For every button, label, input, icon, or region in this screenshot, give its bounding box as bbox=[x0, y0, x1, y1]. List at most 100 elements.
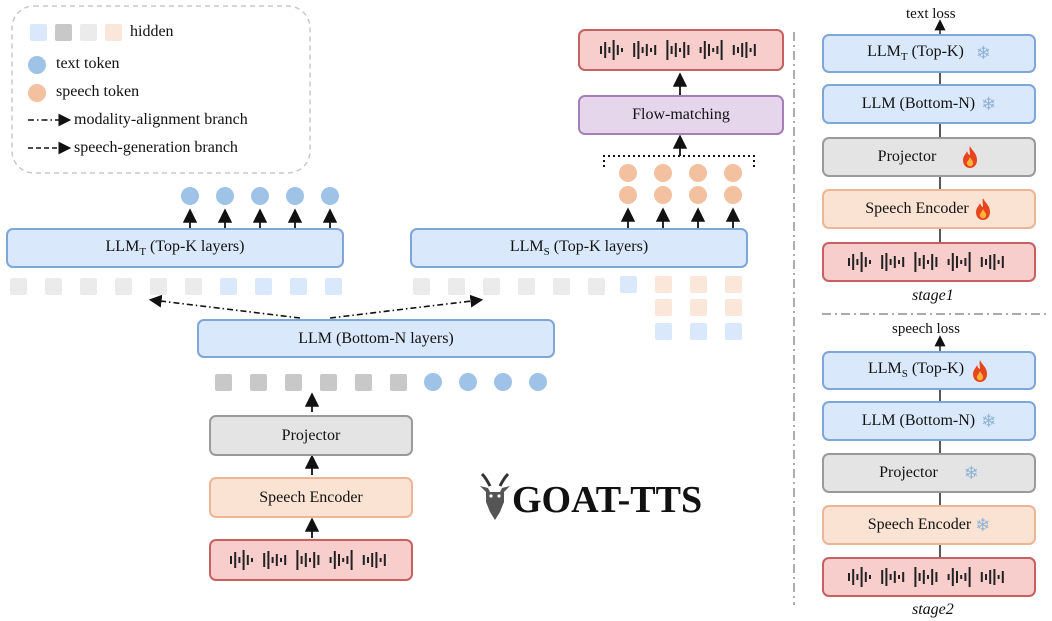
snowflake-icon: ❄ bbox=[981, 410, 997, 431]
text-token-dot bbox=[529, 373, 547, 391]
stage2-speech-encoder-box: Speech Encoder ❄ bbox=[822, 505, 1036, 545]
speech-token-dot bbox=[689, 186, 707, 204]
hidden-state bbox=[220, 278, 237, 295]
text-token-dot bbox=[251, 187, 269, 205]
hidden-state bbox=[250, 374, 267, 391]
snowflake-icon: ❄ bbox=[975, 514, 991, 535]
projector-label: Projector bbox=[281, 426, 341, 444]
flow-matching-label: Flow-matching bbox=[632, 106, 730, 123]
llm-s-label: LLMS (Top-K layers) bbox=[509, 237, 649, 259]
hidden-state bbox=[185, 278, 202, 295]
waveform-icon bbox=[230, 550, 386, 570]
stage1-llm-bottom-label: LLM (Bottom-N) bbox=[861, 95, 976, 112]
text-token-dot bbox=[286, 187, 304, 205]
goat-logo: GOAT-TTS bbox=[478, 472, 702, 527]
speech-token-dot bbox=[654, 186, 672, 204]
stage1-loss-label: text loss bbox=[906, 6, 956, 22]
hidden-state bbox=[413, 278, 430, 295]
speech-encoder-box: Speech Encoder bbox=[209, 477, 413, 518]
llm-t-top-k-box: LLMT (Top-K layers) bbox=[6, 228, 344, 268]
hidden-state bbox=[115, 278, 132, 295]
hidden-state bbox=[725, 323, 742, 340]
hidden-state bbox=[588, 278, 605, 295]
legend-modality-alignment-label: modality-alignment branch bbox=[74, 111, 248, 128]
hidden-state bbox=[45, 278, 62, 295]
output-waveform-box bbox=[578, 29, 784, 71]
hidden-state bbox=[80, 278, 97, 295]
fire-icon bbox=[963, 146, 978, 168]
hidden-state bbox=[690, 299, 707, 316]
goat-logo-icon bbox=[480, 472, 510, 520]
speech-token-dot bbox=[724, 186, 742, 204]
hidden-state bbox=[448, 278, 465, 295]
legend-speech-token-dot bbox=[28, 84, 46, 102]
hidden-state bbox=[390, 374, 407, 391]
speech-token-dot bbox=[619, 164, 637, 182]
hidden-state bbox=[655, 323, 672, 340]
speech-token-dot bbox=[689, 164, 707, 182]
llm-bottom-n-box: LLM (Bottom-N layers) bbox=[197, 319, 555, 358]
fire-icon bbox=[975, 198, 990, 220]
input-waveform-box bbox=[209, 539, 413, 581]
hidden-state bbox=[215, 374, 232, 391]
stage2-llm-bottom-label: LLM (Bottom-N) bbox=[861, 412, 976, 429]
stage1-projector-label: Projector bbox=[877, 148, 937, 165]
stage1-llm-bottom-box: LLM (Bottom-N) ❄ bbox=[822, 84, 1036, 124]
text-token-dot bbox=[459, 373, 477, 391]
hidden-state bbox=[553, 278, 570, 295]
hidden-state bbox=[285, 374, 302, 391]
stage1-speech-encoder-label: Speech Encoder bbox=[865, 200, 969, 217]
hidden-state bbox=[355, 374, 372, 391]
legend-text-token-dot bbox=[28, 56, 46, 74]
stage2-projector-box: Projector ❄ bbox=[822, 453, 1036, 493]
stage1-llm-t-label: LLMT (Top-K) bbox=[867, 43, 964, 64]
legend-speech-generation-label: speech-generation branch bbox=[74, 139, 238, 156]
speech-token-dot bbox=[724, 164, 742, 182]
hidden-state bbox=[518, 278, 535, 295]
hidden-state bbox=[255, 278, 272, 295]
stage2-waveform-box bbox=[822, 557, 1036, 597]
hidden-state bbox=[655, 299, 672, 316]
hidden-state bbox=[483, 278, 500, 295]
llm-bottom-n-label: LLM (Bottom-N layers) bbox=[298, 329, 454, 347]
snowflake-icon: ❄ bbox=[981, 93, 997, 114]
hidden-state bbox=[725, 276, 742, 293]
legend-text-token-label: text token bbox=[56, 55, 120, 72]
waveform-icon bbox=[848, 567, 1004, 587]
text-token-dot bbox=[424, 373, 442, 391]
legend-hidden-swatch-gray bbox=[55, 24, 72, 41]
stage2-llm-bottom-box: LLM (Bottom-N) ❄ bbox=[822, 401, 1036, 441]
stage2-llm-s-label: LLMS (Top-K) bbox=[867, 360, 965, 381]
hidden-state bbox=[725, 299, 742, 316]
hidden-state bbox=[655, 276, 672, 293]
stage1-label: stage1 bbox=[912, 287, 954, 304]
hidden-state bbox=[150, 278, 167, 295]
legend-hidden-swatch-peach bbox=[105, 24, 122, 41]
hidden-state bbox=[10, 278, 27, 295]
stage2-label: stage2 bbox=[912, 601, 954, 618]
speech-token-dot bbox=[654, 164, 672, 182]
text-token-dot bbox=[494, 373, 512, 391]
stage2-loss-label: speech loss bbox=[892, 321, 960, 337]
flow-matching-box: Flow-matching bbox=[578, 95, 784, 135]
projector-box: Projector bbox=[209, 415, 413, 456]
speech-encoder-label: Speech Encoder bbox=[259, 488, 363, 506]
speech-token-dot bbox=[619, 186, 637, 204]
waveform-icon bbox=[600, 40, 756, 60]
hidden-state bbox=[290, 278, 307, 295]
stage2-speech-encoder-label: Speech Encoder bbox=[867, 516, 972, 533]
text-token-dot bbox=[181, 187, 199, 205]
stage1-speech-encoder-box: Speech Encoder bbox=[822, 189, 1036, 229]
stage1-projector-box: Projector bbox=[822, 137, 1036, 177]
hidden-state bbox=[325, 278, 342, 295]
snowflake-icon: ❄ bbox=[975, 43, 991, 63]
llm-s-top-k-box: LLMS (Top-K layers) bbox=[410, 228, 748, 268]
fire-icon bbox=[973, 359, 988, 382]
llm-t-label: LLMT (Top-K layers) bbox=[105, 237, 245, 259]
legend-hidden-label: hidden bbox=[130, 23, 174, 40]
snowflake-icon: ❄ bbox=[963, 462, 979, 483]
stage1-llm-t-box: LLMT (Top-K) ❄ bbox=[822, 34, 1036, 73]
hidden-state bbox=[620, 276, 637, 293]
waveform-icon bbox=[848, 252, 1004, 272]
logo-text: GOAT-TTS bbox=[512, 479, 703, 521]
